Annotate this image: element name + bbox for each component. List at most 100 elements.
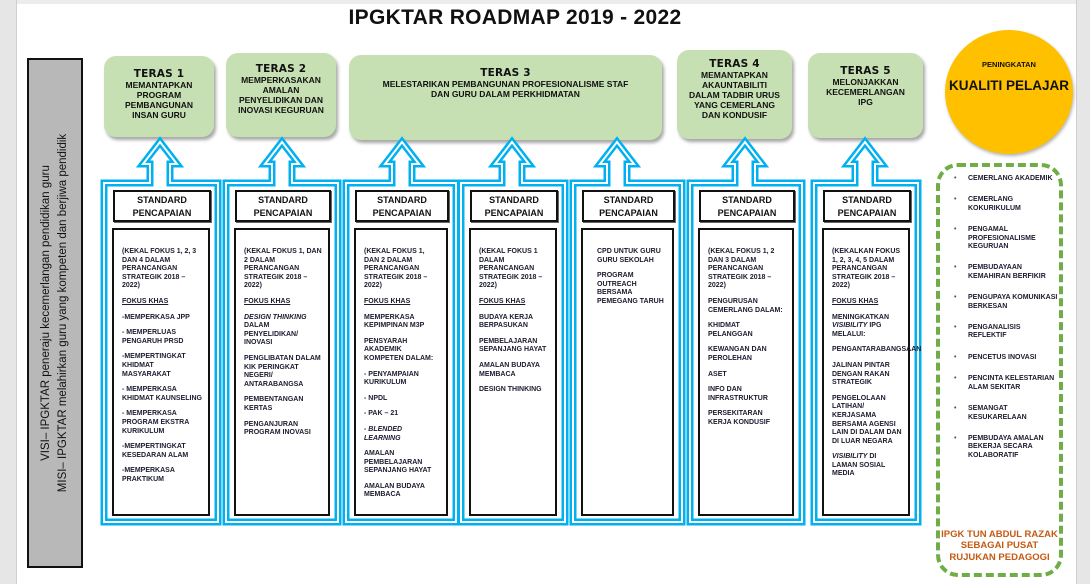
teras-label: TERAS 5: [840, 65, 891, 77]
teras-label: TERAS 1: [133, 68, 185, 80]
item-text: ASET: [708, 370, 727, 378]
item-text: FOKUS KHAS: [122, 297, 169, 305]
standard-item: (KEKAL FOKUS 1, DAN 2 DALAM PERANCANGAN …: [244, 248, 322, 291]
item-text: PENGANJURAN PROGRAM INOVASI: [244, 420, 311, 437]
standard-content-2: (KEKAL FOKUS 1, DAN 2 DALAM PERANCANGAN …: [234, 228, 330, 516]
item-text: - MEMPERLUAS PENGARUH PRSD: [122, 329, 184, 345]
item-text: FOKUS KHAS: [832, 297, 879, 305]
item-text: PROGRAM OUTREACH BERSAMA PEMEGANG TARUH: [597, 272, 664, 305]
outcomes-footer: IPGK TUN ABDUL RAZAK SEBAGAI PUSAT RUJUK…: [941, 528, 1058, 563]
outcome-item: CEMERLANG KOKURIKULUM: [954, 196, 1059, 213]
standard-item: - MEMPERKASA KHIDMAT KAUNSELING: [122, 386, 202, 403]
item-text: CPD UNTUK GURU GURU SEKOLAH: [597, 248, 661, 264]
standard-content-5: CPD UNTUK GURU GURU SEKOLAH PROGRAM OUTRE…: [581, 228, 674, 516]
frame-arrow-up-6: [689, 140, 803, 523]
item-text: (KEKALKAN FOKUS 1, 2, 3, 4, 5 DALAM PERA…: [832, 248, 901, 290]
item-text: FOKUS KHAS: [244, 297, 291, 305]
item-text: PENGURUSAN CEMERLANG DALAM:: [708, 297, 783, 314]
outcome-item: PENGAMAL PROFESIONALISME KEGURUAN: [954, 226, 1059, 251]
left-gutter: [0, 0, 17, 584]
standard-item: VISIBILITY DI LAMAN SOSIAL MEDIA: [832, 453, 902, 479]
item-text: IPG MELALUI:: [832, 322, 882, 338]
standard-item: MENINGKATKAN VISIBILITY IPG MELALUI:: [832, 314, 902, 340]
standard-item: AMALAN BUDAYA MEMBACA: [364, 483, 440, 500]
item-text: (KEKAL FOKUS 1, 2, 3 DAN 4 DALAM PERANCA…: [122, 248, 197, 290]
outcome-item: PENGUPAYA KOMUNIKASI BERKESAN: [954, 294, 1059, 311]
standard-item: (KEKALKAN FOKUS 1, 2, 3, 4, 5 DALAM PERA…: [832, 248, 902, 291]
standard-item: (KEKAL FOKUS 1, 2, 3 DAN 4 DALAM PERANCA…: [122, 248, 202, 291]
standard-item: KHIDMAT PELANGGAN: [708, 322, 786, 339]
standard-item: PEMBELAJARAN SEPANJANG HAYAT: [479, 338, 549, 355]
standard-item: FOKUS KHAS: [364, 298, 440, 307]
frame-arrow-up-2: [225, 140, 339, 523]
outcome-list: CEMERLANG AKADEMIK CEMERLANG KOKURIKULUM P…: [940, 167, 1059, 460]
standard-content-3: (KEKAL FOKUS 1, DAN 2 DALAM PERANCANGAN …: [354, 228, 448, 516]
outcome-item: PEMBUDAYAAN KEMAHIRAN BERFIKIR: [954, 264, 1059, 281]
standard-item: DESIGN THINKING DALAM PENYELIDIKAN/ INOV…: [244, 314, 322, 348]
standard-item: PEMBENTANGAN KERTAS: [244, 396, 322, 413]
standard-heading: STANDARD PENCAPAIAN: [235, 190, 331, 222]
item-text: -MEMPERTINGKAT KESEDARAN ALAM: [122, 443, 189, 459]
frame-arrow-up-1: [103, 140, 219, 523]
item-text: PENGANTARABANGSAAN: [832, 346, 922, 354]
item-text: PEMBENTANGAN KERTAS: [244, 396, 304, 412]
standard-item: ASET: [708, 371, 786, 380]
outcomes-box: CEMERLANG AKADEMIK CEMERLANG KOKURIKULUM P…: [936, 163, 1063, 577]
standard-heading: STANDARD PENCAPAIAN: [582, 190, 675, 222]
outcome-item: CEMERLANG AKADEMIK: [954, 175, 1059, 184]
item-text: PEMBELAJARAN SEPANJANG HAYAT: [479, 337, 547, 354]
frame-arrow-up-7: [813, 140, 919, 523]
item-text: - PENYAMPAIAN KURIKULUM: [364, 370, 419, 387]
standard-item: -MEMPERTINGKAT KESEDARAN ALAM: [122, 443, 202, 460]
item-text: -: [364, 425, 369, 433]
item-text: - MEMPERKASA PROGRAM EKSTRA KURIKULUM: [122, 410, 190, 435]
item-text: JALINAN PINTAR DENGAN RAKAN STRATEGIK: [832, 361, 890, 387]
item-text: -MEMPERKASA PRAKTIKUM: [122, 467, 175, 483]
right-scrollbar[interactable]: [1076, 0, 1090, 584]
item-text: FOKUS KHAS: [479, 297, 526, 305]
standard-item: FOKUS KHAS: [832, 298, 902, 307]
item-text: DESIGN THINKING: [479, 386, 542, 394]
teras-text: MEMANTAPKAN PROGRAM PEMBANGUNAN INSAN GU…: [125, 80, 193, 120]
standard-item: FOKUS KHAS: [244, 298, 322, 307]
teras-text: MELESTARIKAN PEMBANGUNAN PROFESIONALISME…: [382, 79, 629, 99]
item-text: MEMPERKASA KEPIMPINAN M3P: [364, 313, 425, 330]
item-text: (KEKAL FOKUS 1 DALAM PERANCANGAN STRATEG…: [479, 248, 543, 290]
outcome-item: PENGANALISIS REFLEKTIF: [954, 324, 1059, 341]
standard-item: AMALAN PEMBELAJARAN SEPANJANG HAYAT: [364, 450, 440, 476]
teras-label: TERAS 3: [480, 67, 531, 79]
item-text: BUDAYA KERJA BERPASUKAN: [479, 313, 533, 330]
item-emphasis: DESIGN THINKING: [244, 313, 307, 321]
standard-item: FOKUS KHAS: [122, 298, 202, 307]
standard-item: PENGLIBATAN DALAM KIK PERINGKAT NEGERI/ …: [244, 355, 322, 389]
teras-text: MELONJAKKAN KECEMERLANGAN IPG: [826, 77, 905, 107]
standard-heading: STANDARD PENCAPAIAN: [113, 190, 211, 222]
standard-heading: STANDARD PENCAPAIAN: [823, 190, 911, 222]
item-text: KEWANGAN DAN PEROLEHAN: [708, 346, 767, 362]
standard-item: INFO DAN INFRASTRUKTUR: [708, 386, 786, 403]
item-text: PENGELOLAAN LATIHAN/ KERJASAMA BERSAMA A…: [832, 394, 902, 445]
page-title: IPGKTAR ROADMAP 2019 - 2022: [348, 6, 682, 29]
item-text: PENSYARAH AKADEMIK KOMPETEN DALAM:: [364, 337, 434, 362]
standard-item: CPD UNTUK GURU GURU SEKOLAH: [597, 248, 666, 265]
item-text: AMALAN BUDAYA MEMBACA: [479, 361, 540, 378]
standard-item: PROGRAM OUTREACH BERSAMA PEMEGANG TARUH: [597, 272, 666, 306]
item-text: KHIDMAT PELANGGAN: [708, 322, 753, 338]
frame-arrow-up-4: [460, 140, 566, 523]
standard-item: DESIGN THINKING: [479, 386, 549, 395]
standard-item: - MEMPERLUAS PENGARUH PRSD: [122, 329, 202, 346]
standard-item: MEMPERKASA KEPIMPINAN M3P: [364, 314, 440, 331]
top-bar: [0, 0, 1090, 4]
item-text: -MEMPERKASA JPP: [122, 313, 190, 321]
standard-item: AMALAN BUDAYA MEMBACA: [479, 362, 549, 379]
item-text: FOKUS KHAS: [364, 297, 411, 305]
frame-arrow-up-3: [345, 140, 457, 523]
standard-item: PENGURUSAN CEMERLANG DALAM:: [708, 298, 786, 315]
standard-item: (KEKAL FOKUS 1 DALAM PERANCANGAN STRATEG…: [479, 248, 549, 291]
goal-circle: PENINGKATAN KUALITI PELAJAR: [945, 30, 1073, 154]
outcome-item: PEMBUDAYA AMALAN BEKERJA SECARA KOLABORA…: [954, 435, 1059, 460]
item-text: INFO DAN INFRASTRUKTUR: [708, 386, 768, 402]
